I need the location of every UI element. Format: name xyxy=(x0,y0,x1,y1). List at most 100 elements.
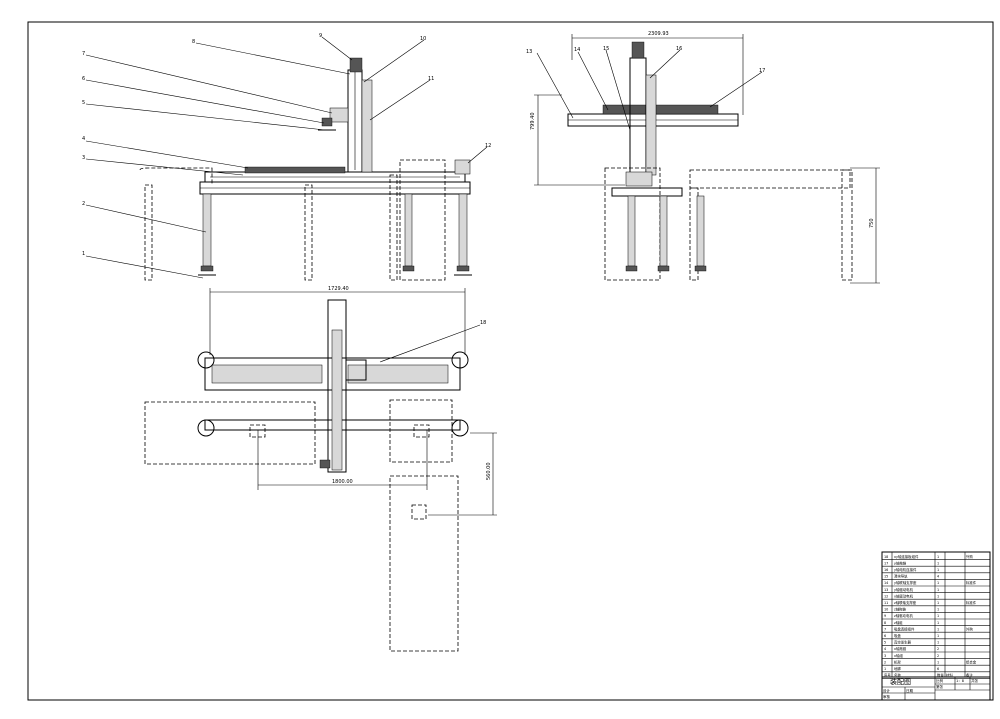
balloon-8: 8 xyxy=(192,39,195,45)
bom-no: 2 xyxy=(884,660,886,664)
bom-name: y轴联轴支撑座 xyxy=(894,580,917,585)
bom-name: 名称 xyxy=(894,673,901,678)
bom-no: 14 xyxy=(884,581,888,585)
balloon-13: 13 xyxy=(526,49,532,55)
bom-qty: 1 xyxy=(937,660,939,664)
bom-qty: 数量 xyxy=(937,673,944,678)
balloon-15: 15 xyxy=(603,46,609,52)
side-view xyxy=(534,34,880,284)
bom-qty: 1 xyxy=(937,634,939,638)
bom-qty: 1 xyxy=(937,561,939,565)
front-view-leaders xyxy=(85,36,488,279)
balloon-labels: 1 2 3 4 5 6 7 8 9 10 11 12 13 14 15 16 1… xyxy=(82,33,765,326)
bom-no: 16 xyxy=(884,568,888,572)
bom-qty: 1 xyxy=(937,641,939,645)
balloon-7: 7 xyxy=(82,51,85,57)
dim-top-width: 1729.40 xyxy=(328,286,349,292)
bom-no: 1 xyxy=(884,667,886,671)
bom-qty: 1 xyxy=(937,555,939,559)
bom-qty: 6 xyxy=(937,667,939,671)
date-label: 日期 xyxy=(906,688,914,693)
drawing-title: 装配图 xyxy=(890,677,911,686)
bom-name: x轴驱动电机 xyxy=(894,593,914,598)
bom-name: z轴联轴支撑座 xyxy=(894,600,917,605)
bom-header: 序号名称数量材料备注 xyxy=(884,673,973,678)
bom-note: 铝合金 xyxy=(966,659,977,664)
bom-note: 备注 xyxy=(966,673,973,678)
bom-no: 8 xyxy=(884,621,886,625)
sheet-label: 共张 xyxy=(971,678,979,683)
bom-name: 吸盘连接组件 xyxy=(894,626,915,631)
bom-name: z轴组 xyxy=(894,620,903,625)
bom-no: 13 xyxy=(884,588,888,592)
dim-top-depth: 560.00 xyxy=(486,463,492,481)
dimension-labels: 2309.93 799.40 750 1729.40 1800.00 560.0… xyxy=(328,31,875,485)
scale-label: 比例 xyxy=(936,678,944,683)
balloon-11: 11 xyxy=(428,76,434,82)
bom-row: 5 真空发生器 1 xyxy=(884,640,939,645)
bom-name: 吸盘 xyxy=(894,633,901,638)
bom-qty: 1 xyxy=(937,614,939,618)
balloon-12: 12 xyxy=(485,143,491,149)
bom-name: x轴组 xyxy=(894,653,903,658)
bom-row: 6 吸盘 1 xyxy=(884,633,939,638)
dim-top-offset: 1800.00 xyxy=(332,479,353,485)
balloon-16: 16 xyxy=(676,46,682,52)
bom-no: 9 xyxy=(884,614,886,618)
bom-name: 滑块导轨 xyxy=(894,574,908,579)
bom-name: x轴拖链 xyxy=(894,646,907,651)
bom-qty: 4 xyxy=(937,575,939,579)
bom-no: 18 xyxy=(884,555,888,559)
bom-qty: 1 xyxy=(937,594,939,598)
front-view xyxy=(139,57,472,281)
bom-name: 真空发生器 xyxy=(894,640,912,645)
bom-no: 序号 xyxy=(884,673,891,678)
dim-side-height: 799.40 xyxy=(530,113,536,131)
balloon-2: 2 xyxy=(82,201,85,207)
bom-note: 标准件 xyxy=(966,580,977,585)
balloon-14: 14 xyxy=(574,47,580,53)
balloon-1: 1 xyxy=(82,251,85,257)
bom-name: z轴拖链 xyxy=(894,607,907,612)
bom-no: 4 xyxy=(884,647,886,651)
balloon-5: 5 xyxy=(82,100,85,106)
bom-qty: 1 xyxy=(937,621,939,625)
bom-no: 12 xyxy=(884,594,888,598)
balloon-9: 9 xyxy=(319,33,322,39)
bom-qty: 1 xyxy=(937,568,939,572)
bom-no: 5 xyxy=(884,641,886,645)
bom-name: z轴驱动电机 xyxy=(894,613,913,618)
designer-label: 设计 xyxy=(883,688,891,693)
bom-no: 11 xyxy=(884,601,888,605)
bom-no: 17 xyxy=(884,561,888,565)
bom-note: 外购 xyxy=(966,626,973,631)
bom-no: 6 xyxy=(884,634,886,638)
bom-no: 3 xyxy=(884,654,886,658)
dim-side-width: 2309.93 xyxy=(648,31,669,37)
balloon-3: 3 xyxy=(82,155,85,161)
bom-note: 标准件 xyxy=(966,600,977,605)
balloon-18: 18 xyxy=(480,320,486,326)
bom-qty: 1 xyxy=(937,601,939,605)
bom-no: 7 xyxy=(884,627,886,631)
bom-row: 12 x轴驱动电机 1 xyxy=(884,593,939,598)
bom-qty: 1 xyxy=(937,608,939,612)
bom-row: 11 z轴联轴支撑座 1 标准件 xyxy=(884,600,977,605)
balloon-17: 17 xyxy=(759,68,765,74)
balloon-10: 10 xyxy=(420,36,426,42)
bom-note: 外购 xyxy=(966,554,973,559)
